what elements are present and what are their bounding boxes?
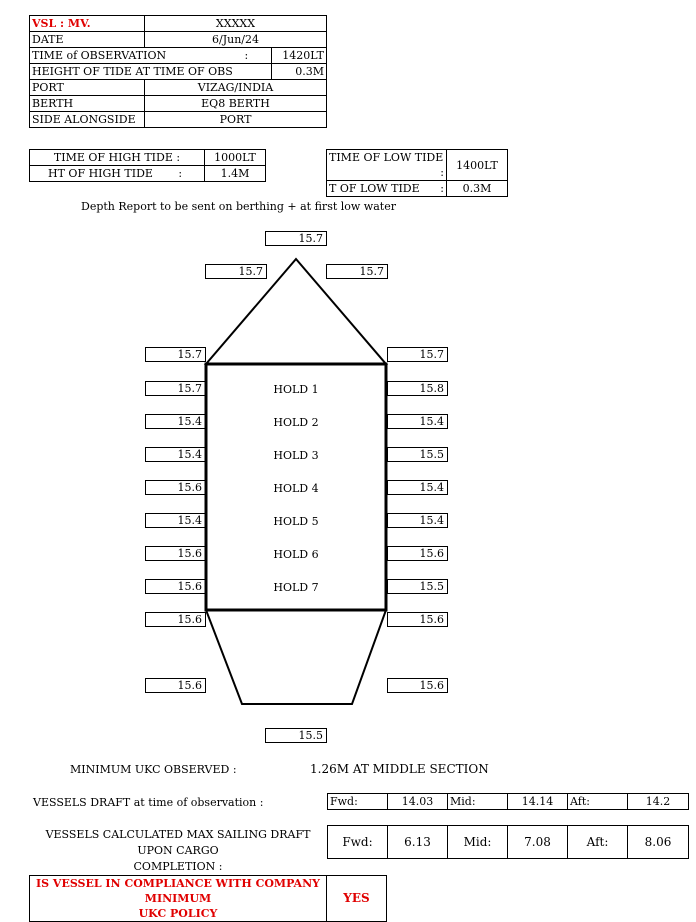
draft-calc-label-line2: COMPLETION : (133, 860, 223, 873)
high-tide-height-label: HT OF HIGH TIDE : (29, 165, 205, 182)
compliance-question-line1: IS VESSEL IN COMPLIANCE WITH COMPANY MIN… (35, 877, 321, 905)
depth-right: 15.6 (387, 678, 448, 693)
obs-time-label-text: TIME of OBSERVATION (32, 49, 167, 62)
low-tide-table: TIME OF LOW TIDE : 1400LT T OF LOW TIDE … (326, 149, 508, 197)
obs-time-value: 1420LT (271, 47, 327, 64)
draft-obs-fwd-value: 14.03 (387, 793, 448, 810)
depth-right: 15.6 (387, 546, 448, 561)
ukc-label: MINIMUM UKC OBSERVED : (70, 763, 237, 776)
compliance-question: IS VESSEL IN COMPLIANCE WITH COMPANY MIN… (29, 875, 327, 922)
depth-left: 15.6 (145, 678, 206, 693)
hold-label: HOLD 2 (273, 416, 319, 429)
high-tide-height-label-text: HT OF HIGH TIDE (48, 167, 153, 180)
high-tide-height-colon: : (178, 167, 183, 180)
compliance-answer: YES (326, 875, 387, 922)
hold-label: HOLD 3 (273, 449, 319, 462)
high-tide-time-value: 1000LT (204, 149, 266, 166)
draft-calc-label-line1: VESSELS CALCULATED MAX SAILING DRAFT UPO… (45, 828, 311, 857)
hold-label: HOLD 4 (273, 482, 319, 495)
draft-obs-fwd-label: Fwd: (327, 793, 388, 810)
instruction-text: Depth Report to be sent on berthing + at… (81, 200, 396, 213)
draft-obs-mid-value: 14.14 (507, 793, 568, 810)
depth-bow-right: 15.7 (326, 264, 388, 279)
depth-right: 15.8 (387, 381, 448, 396)
depth-left: 15.4 (145, 513, 206, 528)
low-tide-height-value: 0.3M (446, 180, 508, 197)
depth-right: 15.6 (387, 612, 448, 627)
draft-calc-mid-value: 7.08 (507, 825, 568, 859)
depth-bow-left: 15.7 (205, 264, 267, 279)
draft-obs-aft-value: 14.2 (627, 793, 689, 810)
depth-left: 15.6 (145, 579, 206, 594)
ukc-value: 1.26M AT MIDDLE SECTION (310, 762, 489, 776)
hold-label: HOLD 7 (273, 581, 319, 594)
draft-calc-aft-value: 8.06 (627, 825, 689, 859)
draft-calc-fwd-value: 6.13 (387, 825, 448, 859)
depth-right: 15.4 (387, 414, 448, 429)
depth-right: 15.5 (387, 579, 448, 594)
high-tide-table: TIME OF HIGH TIDE : 1000LT HT OF HIGH TI… (29, 149, 266, 182)
depth-stern: 15.5 (265, 728, 327, 743)
depth-left: 15.6 (145, 546, 206, 561)
depth-left: 15.7 (145, 347, 206, 362)
low-tide-time-label: TIME OF LOW TIDE : (326, 149, 447, 181)
draft-obs-aft-label: Aft: (567, 793, 628, 810)
compliance-table: IS VESSEL IN COMPLIANCE WITH COMPANY MIN… (29, 875, 387, 922)
draft-calc-label: VESSELS CALCULATED MAX SAILING DRAFT UPO… (30, 827, 326, 875)
draft-calc-aft-label: Aft: (567, 825, 628, 859)
low-tide-height-colon: : (440, 182, 444, 195)
draft-calc-fwd-label: Fwd: (327, 825, 388, 859)
obs-time-colon: : (244, 49, 249, 62)
depth-bow-top: 15.7 (265, 231, 327, 246)
stern-section (204, 609, 388, 705)
depth-left: 15.6 (145, 612, 206, 627)
low-tide-height-label-text: T OF LOW TIDE (329, 182, 420, 195)
draft-obs-table: Fwd: 14.03 Mid: 14.14 Aft: 14.2 (327, 793, 689, 810)
high-tide-height-value: 1.4M (204, 165, 266, 182)
hold-label: HOLD 6 (273, 548, 319, 561)
depth-right: 15.4 (387, 480, 448, 495)
low-tide-time-value: 1400LT (446, 149, 508, 181)
hold-label: HOLD 5 (273, 515, 319, 528)
depth-right: 15.4 (387, 513, 448, 528)
depth-right: 15.7 (387, 347, 448, 362)
draft-obs-mid-label: Mid: (447, 793, 508, 810)
draft-calc-table: Fwd: 6.13 Mid: 7.08 Aft: 8.06 (327, 825, 689, 859)
low-tide-time-colon: : (440, 166, 444, 179)
low-tide-height-label: T OF LOW TIDE : (326, 180, 447, 197)
low-tide-time-label-text: TIME OF LOW TIDE (329, 151, 444, 164)
depth-right: 15.5 (387, 447, 448, 462)
vessel-info-table: VSL : MV. XXXXX DATE 6/Jun/24 TIME of OB… (29, 15, 327, 128)
depth-left: 15.4 (145, 447, 206, 462)
depth-left: 15.6 (145, 480, 206, 495)
depth-left: 15.4 (145, 414, 206, 429)
side-label: SIDE ALONGSIDE (29, 111, 145, 128)
draft-obs-label: VESSELS DRAFT at time of observation : (33, 796, 264, 809)
side-value: PORT (144, 111, 327, 128)
depth-left: 15.7 (145, 381, 206, 396)
obs-time-label: TIME of OBSERVATION : (29, 47, 272, 64)
draft-calc-mid-label: Mid: (447, 825, 508, 859)
hold-label: HOLD 1 (273, 383, 319, 396)
